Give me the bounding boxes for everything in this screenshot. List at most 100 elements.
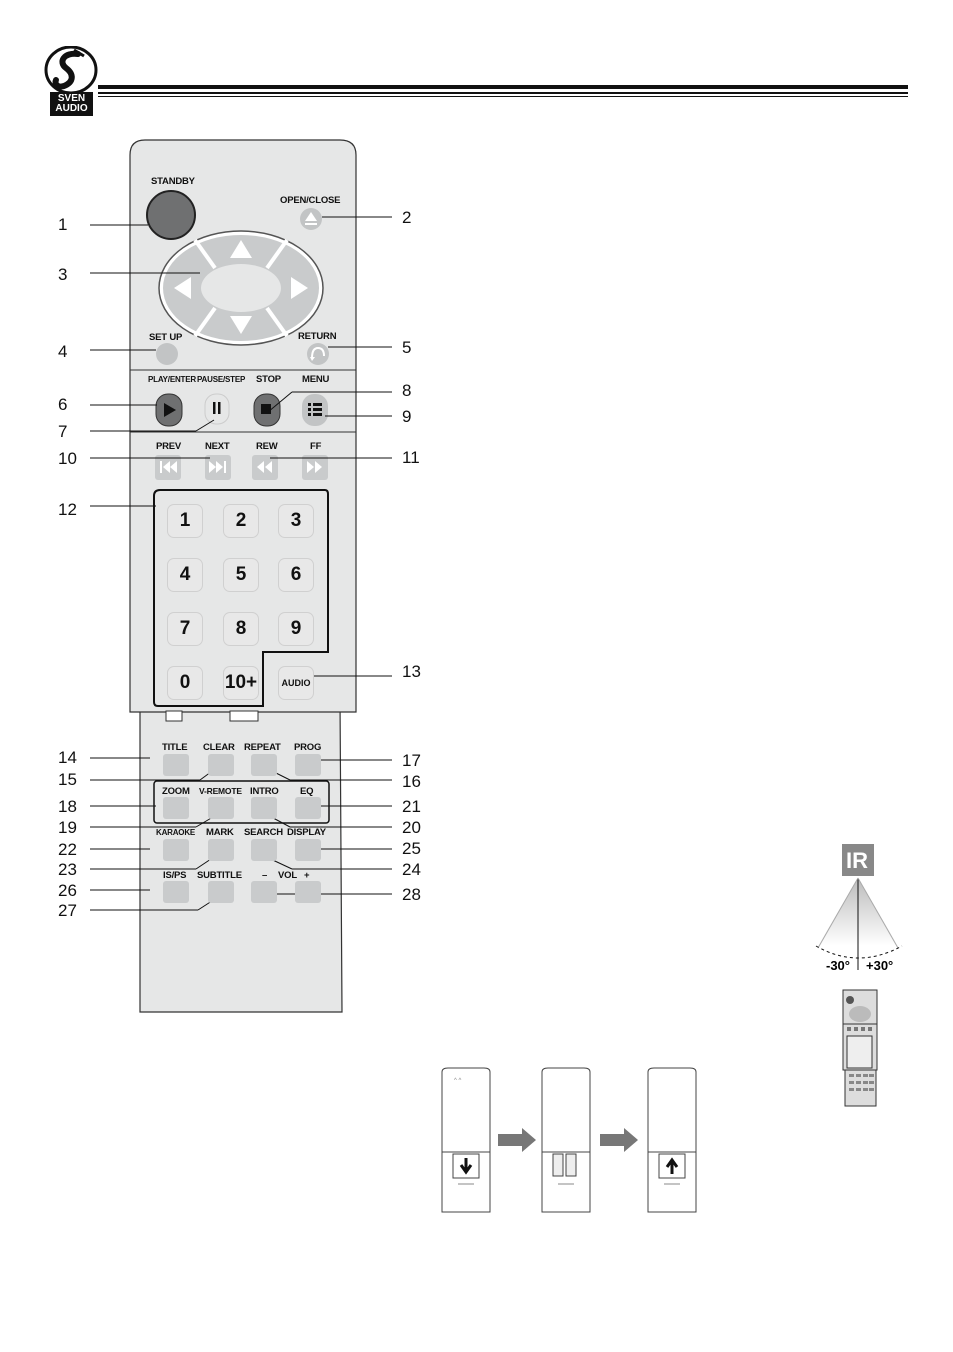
- intro-label: INTRO: [250, 786, 279, 797]
- ff-button[interactable]: [302, 455, 328, 480]
- audio-label: AUDIO: [281, 678, 311, 688]
- remote-back-step-3: [647, 1067, 697, 1213]
- is-ps-label: IS/PS: [163, 870, 187, 881]
- callout-18: 18: [58, 797, 77, 816]
- up-arrow-button[interactable]: [215, 236, 267, 264]
- play-enter-button[interactable]: [156, 394, 182, 426]
- angle-plus-30: +30°: [866, 958, 894, 973]
- stop-label: STOP: [256, 374, 281, 385]
- search-button[interactable]: [251, 839, 277, 861]
- right-arrow-button[interactable]: [282, 265, 317, 311]
- is-ps-button[interactable]: [163, 881, 189, 903]
- callout-15: 15: [58, 770, 77, 789]
- prev-button[interactable]: [155, 455, 181, 480]
- callout-26: 26: [58, 881, 77, 900]
- numkey-10plus[interactable]: 10+: [223, 666, 259, 700]
- callout-8: 8: [402, 381, 412, 400]
- callout-12: 12: [58, 500, 77, 519]
- numkey-6[interactable]: 6: [278, 558, 314, 592]
- audio-button[interactable]: AUDIO: [278, 666, 314, 700]
- callout-7: 7: [58, 422, 68, 441]
- callout-10: 10: [58, 449, 77, 468]
- vol-minus-button[interactable]: [251, 881, 277, 903]
- rew-button[interactable]: [252, 455, 278, 480]
- title-button[interactable]: [163, 754, 189, 776]
- numkey-3[interactable]: 3: [278, 504, 314, 538]
- setup-label: SET UP: [149, 332, 183, 343]
- left-arrow-button[interactable]: [165, 265, 200, 311]
- intro-button[interactable]: [251, 797, 277, 819]
- title-label: TITLE: [162, 742, 188, 753]
- callout-13: 13: [402, 662, 421, 681]
- stop-button[interactable]: [254, 394, 280, 426]
- mini-remote-illustration: [842, 989, 878, 1107]
- repeat-label: REPEAT: [244, 742, 281, 753]
- menu-button[interactable]: [302, 394, 328, 426]
- numkey-0[interactable]: 0: [167, 666, 203, 700]
- callout-23: 23: [58, 860, 77, 879]
- vol-minus-label: –: [262, 870, 268, 881]
- callout-1: 1: [58, 215, 68, 234]
- down-arrow-button[interactable]: [215, 312, 267, 340]
- numkey-8[interactable]: 8: [223, 612, 259, 646]
- zoom-button[interactable]: [163, 797, 189, 819]
- angle-minus-30: -30°: [826, 958, 850, 973]
- numkey-9[interactable]: 9: [278, 612, 314, 646]
- numkey-2[interactable]: 2: [223, 504, 259, 538]
- karaoke-button[interactable]: [163, 839, 189, 861]
- callout-16: 16: [402, 772, 421, 791]
- open-close-label: OPEN/CLOSE: [280, 195, 341, 206]
- display-button[interactable]: [295, 839, 321, 861]
- ir-label: IR: [846, 848, 868, 873]
- logo-text-sven: SVEN: [57, 93, 86, 104]
- header-rule-thin-2: [98, 96, 908, 97]
- pause-step-button[interactable]: [205, 394, 229, 424]
- callout-11: 11: [402, 448, 420, 467]
- callout-27: 27: [58, 901, 77, 920]
- callout-6: 6: [58, 395, 68, 414]
- eq-button[interactable]: [295, 797, 321, 819]
- prev-label: PREV: [156, 441, 182, 452]
- mark-button[interactable]: [208, 839, 234, 861]
- prog-label: PROG: [294, 742, 322, 753]
- display-label: DISPLAY: [287, 827, 326, 838]
- ir-angle-diagram: [815, 844, 903, 970]
- vol-label: VOL: [278, 870, 297, 881]
- battery-installation-diagram: ^ ^: [441, 1067, 697, 1213]
- callout-9: 9: [402, 407, 412, 426]
- callout-28: 28: [402, 885, 421, 904]
- clear-button[interactable]: [208, 754, 234, 776]
- return-label: RETURN: [298, 331, 337, 342]
- play-enter-label: PLAY/ENTER: [148, 375, 196, 384]
- remote-back-step-2: [541, 1067, 591, 1213]
- callout-20: 20: [402, 818, 421, 837]
- callout-19: 19: [58, 818, 77, 837]
- callout-17: 17: [402, 751, 421, 770]
- numkey-5[interactable]: 5: [223, 558, 259, 592]
- vol-plus-button[interactable]: [295, 881, 321, 903]
- callout-5: 5: [402, 338, 412, 357]
- menu-label: MENU: [302, 374, 330, 385]
- mark-label: MARK: [206, 827, 234, 838]
- setup-button[interactable]: [156, 343, 178, 365]
- subtitle-button[interactable]: [208, 881, 234, 903]
- zoom-label: ZOOM: [162, 786, 190, 797]
- numkey-7[interactable]: 7: [167, 612, 203, 646]
- vol-plus-label: +: [304, 870, 310, 881]
- next-label: NEXT: [205, 441, 230, 452]
- return-button[interactable]: [307, 343, 329, 365]
- prog-button[interactable]: [295, 754, 321, 776]
- remote-back-step-1: ^ ^: [441, 1067, 491, 1213]
- subtitle-label: SUBTITLE: [197, 870, 242, 881]
- eq-label: EQ: [300, 786, 314, 797]
- numkey-1[interactable]: 1: [167, 504, 203, 538]
- repeat-button[interactable]: [251, 754, 277, 776]
- next-button[interactable]: [205, 455, 231, 480]
- open-close-button[interactable]: [300, 208, 322, 230]
- v-remote-button[interactable]: [208, 797, 234, 819]
- numkey-4[interactable]: 4: [167, 558, 203, 592]
- clear-label: CLEAR: [203, 742, 235, 753]
- standby-button[interactable]: [147, 191, 195, 239]
- header-rule: [98, 85, 908, 89]
- callout-2: 2: [402, 208, 412, 227]
